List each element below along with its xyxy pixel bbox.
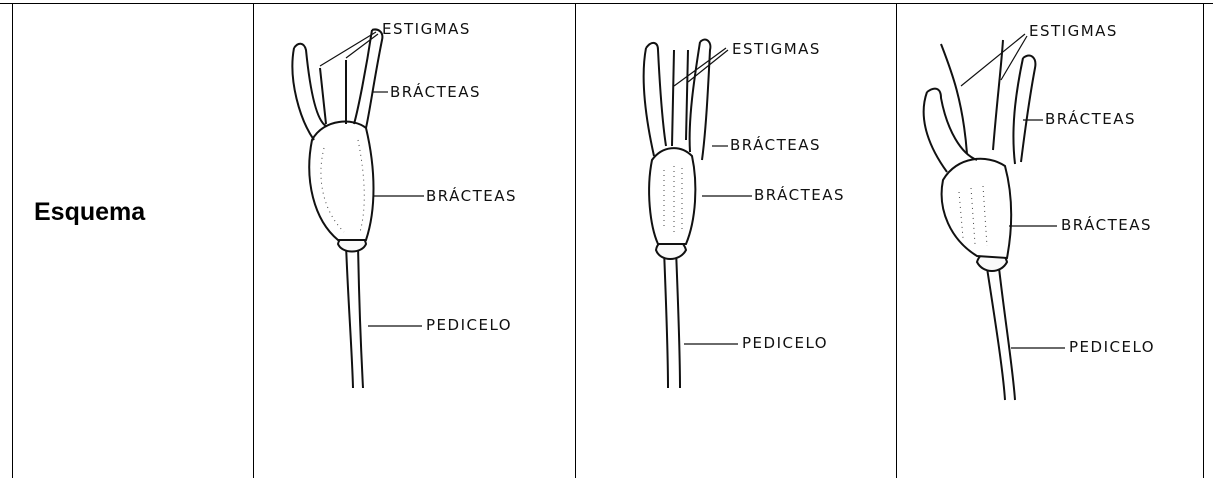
- label-stigmas-1: ESTIGMAS: [382, 20, 471, 38]
- flower-diagram-1: ESTIGMAS BRÁCTEAS BRÁCTEAS PEDICELO: [254, 0, 574, 478]
- label-stigmas-3: ESTIGMAS: [1029, 22, 1118, 40]
- label-pedicel-1: PEDICELO: [426, 316, 512, 334]
- label-bracts-mid-2: BRÁCTEAS: [754, 185, 845, 204]
- label-bracts-top-2: BRÁCTEAS: [730, 135, 821, 154]
- label-pedicel-3: PEDICELO: [1069, 338, 1155, 356]
- label-bracts-mid-1: BRÁCTEAS: [426, 186, 517, 205]
- flower-diagram-2: ESTIGMAS BRÁCTEAS BRÁCTEAS PEDICELO: [576, 0, 896, 478]
- label-bracts-top-3: BRÁCTEAS: [1045, 109, 1136, 128]
- table-left-border: [12, 3, 13, 478]
- label-pedicel-2: PEDICELO: [742, 334, 828, 352]
- flower-diagram-3: ESTIGMAS BRÁCTEAS BRÁCTEAS PEDICELO: [897, 0, 1203, 478]
- label-bracts-top-1: BRÁCTEAS: [390, 82, 481, 101]
- row-label: Esquema: [34, 198, 145, 227]
- label-stigmas-2: ESTIGMAS: [732, 40, 821, 58]
- label-bracts-mid-3: BRÁCTEAS: [1061, 215, 1152, 234]
- table-right-border: [1203, 3, 1204, 478]
